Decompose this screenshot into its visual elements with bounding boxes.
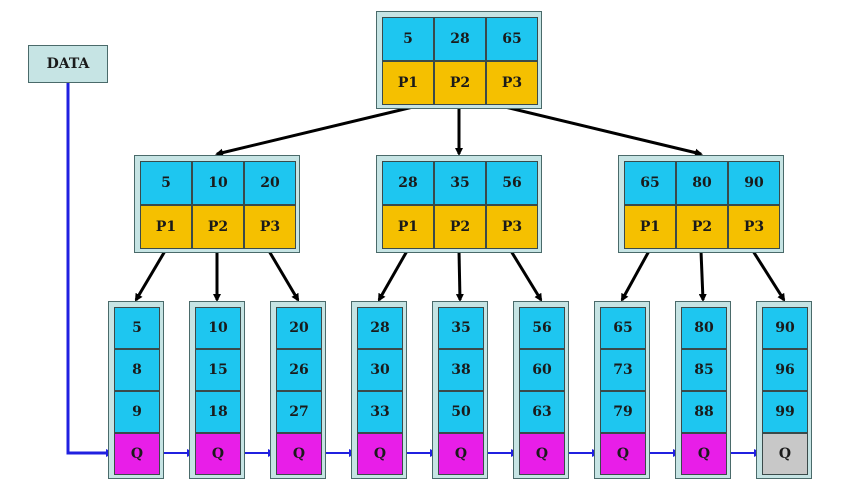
node-key: 80 bbox=[676, 161, 728, 205]
node-pointer: P3 bbox=[244, 205, 296, 249]
data-entry-path bbox=[66, 83, 114, 457]
leaf-next-pointer: Q bbox=[114, 433, 160, 475]
leaf-key: 35 bbox=[438, 307, 484, 349]
internal-child-edge bbox=[751, 250, 786, 302]
leaf-key: 26 bbox=[276, 349, 322, 391]
node-key: 10 bbox=[192, 161, 244, 205]
node-pointer: P1 bbox=[382, 61, 434, 105]
leaf-key: 88 bbox=[681, 391, 727, 433]
leaf-next-pointer: Q bbox=[681, 433, 727, 475]
leaf-key: 56 bbox=[519, 307, 565, 349]
internal-child-edge bbox=[509, 250, 543, 302]
leaf-key: 73 bbox=[600, 349, 646, 391]
leaf-key: 50 bbox=[438, 391, 484, 433]
node-key: 65 bbox=[624, 161, 676, 205]
leaf-next-pointer: Q bbox=[357, 433, 403, 475]
internal-child-edge bbox=[134, 250, 167, 302]
internal-child-edge bbox=[620, 250, 651, 302]
leaf-key: 65 bbox=[600, 307, 646, 349]
leaf-key: 80 bbox=[681, 307, 727, 349]
internal-child-edge bbox=[377, 250, 409, 302]
node-pointer: P3 bbox=[728, 205, 780, 249]
leaf-next-pointer: Q bbox=[762, 433, 808, 475]
root-child-edge bbox=[215, 105, 414, 157]
leaf-key: 8 bbox=[114, 349, 160, 391]
node-pointer: P2 bbox=[676, 205, 728, 249]
node-key: 65 bbox=[486, 17, 538, 61]
leaf-key: 38 bbox=[438, 349, 484, 391]
leaf-next-pointer: Q bbox=[195, 433, 241, 475]
node-pointer: P3 bbox=[486, 205, 538, 249]
leaf-key: 5 bbox=[114, 307, 160, 349]
leaf-key: 63 bbox=[519, 391, 565, 433]
node-key: 90 bbox=[728, 161, 780, 205]
node-key: 35 bbox=[434, 161, 486, 205]
node-pointer: P2 bbox=[192, 205, 244, 249]
leaf-key: 79 bbox=[600, 391, 646, 433]
leaf-next-pointer: Q bbox=[276, 433, 322, 475]
node-key: 56 bbox=[486, 161, 538, 205]
node-key: 20 bbox=[244, 161, 296, 205]
leaf-key: 9 bbox=[114, 391, 160, 433]
node-pointer: P2 bbox=[434, 61, 486, 105]
leaf-key: 85 bbox=[681, 349, 727, 391]
leaf-key: 15 bbox=[195, 349, 241, 391]
node-pointer: P2 bbox=[434, 205, 486, 249]
leaf-key: 20 bbox=[276, 307, 322, 349]
leaf-key: 33 bbox=[357, 391, 403, 433]
leaf-next-pointer: Q bbox=[519, 433, 565, 475]
root-child-edge bbox=[504, 105, 703, 157]
leaf-key: 60 bbox=[519, 349, 565, 391]
leaf-key: 96 bbox=[762, 349, 808, 391]
node-pointer: P1 bbox=[624, 205, 676, 249]
leaf-key: 30 bbox=[357, 349, 403, 391]
leaf-key: 99 bbox=[762, 391, 808, 433]
leaf-key: 27 bbox=[276, 391, 322, 433]
node-pointer: P3 bbox=[486, 61, 538, 105]
leaf-key: 28 bbox=[357, 307, 403, 349]
internal-child-edge bbox=[698, 250, 707, 302]
internal-child-edge bbox=[267, 250, 300, 302]
leaf-key: 18 bbox=[195, 391, 241, 433]
node-pointer: P1 bbox=[382, 205, 434, 249]
node-key: 5 bbox=[140, 161, 192, 205]
node-pointer: P1 bbox=[140, 205, 192, 249]
leaf-key: 10 bbox=[195, 307, 241, 349]
node-key: 5 bbox=[382, 17, 434, 61]
data-label: DATA bbox=[46, 56, 90, 72]
leaf-next-pointer: Q bbox=[600, 433, 646, 475]
internal-child-edge bbox=[455, 250, 464, 302]
node-key: 28 bbox=[434, 17, 486, 61]
data-label-box: DATA bbox=[28, 45, 108, 83]
leaf-key: 90 bbox=[762, 307, 808, 349]
node-key: 28 bbox=[382, 161, 434, 205]
leaf-next-pointer: Q bbox=[438, 433, 484, 475]
